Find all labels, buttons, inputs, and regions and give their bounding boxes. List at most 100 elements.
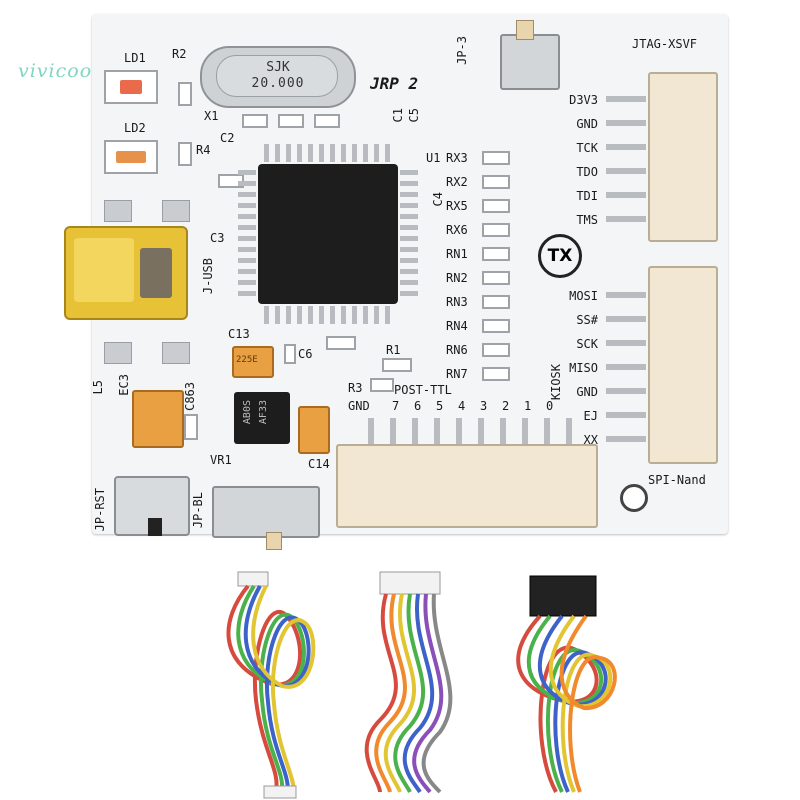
jtag-pin-label: TMS xyxy=(576,213,598,227)
pcb-board: SJK 20.000 JRP 2 LD1 LD2 R2 R4 X1 C2 C1 … xyxy=(64,14,728,550)
tantalum-capacitor-c14 xyxy=(298,406,330,454)
tantalum-capacitor-ec3 xyxy=(132,390,184,448)
post-header-pin xyxy=(434,418,440,454)
smd-resistor xyxy=(482,223,510,237)
rx-label: RX2 xyxy=(446,175,468,189)
connector-pin xyxy=(606,168,646,174)
tantalum-capacitor-c13: 225E xyxy=(232,346,274,378)
r2-label: R2 xyxy=(172,47,187,61)
post-header-pin xyxy=(368,418,374,454)
tx-logo-text: TX xyxy=(547,246,573,266)
connector-pin xyxy=(606,192,646,198)
c6-label: C6 xyxy=(298,347,313,361)
spi-pin-label: MOSI xyxy=(569,289,598,303)
cable-middle xyxy=(364,571,453,794)
board-title: JRP 2 xyxy=(370,74,419,93)
jtag-pin-label: TDI xyxy=(576,189,598,203)
rx-label: RN2 xyxy=(446,271,468,285)
rx-label: RX6 xyxy=(446,223,468,237)
jtag-connector[interactable] xyxy=(648,72,718,242)
smd-resistor xyxy=(482,271,510,285)
post-header-pin xyxy=(566,418,572,454)
cable-set xyxy=(226,571,617,799)
r3-label: R3 xyxy=(348,381,363,395)
r1-label: R1 xyxy=(386,343,401,357)
smd-resistor xyxy=(482,175,510,189)
jtag-pin-label: D3V3 xyxy=(569,93,598,107)
smd-resistor xyxy=(482,247,510,261)
vr1-label: VR1 xyxy=(210,453,232,467)
post-pin-label: 0 xyxy=(546,399,554,413)
tx-logo: TX xyxy=(538,234,582,278)
voltage-regulator: AB0S AF33 xyxy=(234,392,290,444)
connector-pin xyxy=(606,96,646,102)
reset-button[interactable] xyxy=(114,476,190,536)
post-pin-label: 3 xyxy=(480,399,488,413)
jp3-switch[interactable] xyxy=(500,20,560,90)
ld1-label: LD1 xyxy=(124,51,146,65)
connector-pin xyxy=(606,340,646,346)
jp3-label: JP-3 xyxy=(455,36,469,65)
x1-label: X1 xyxy=(204,109,219,123)
post-pin-label: 1 xyxy=(524,399,532,413)
c863-label: C863 xyxy=(183,382,197,411)
kiosk-label: KIOSK xyxy=(549,364,563,401)
post-pin-label: 4 xyxy=(458,399,466,413)
post-header-pin xyxy=(412,418,418,454)
crystal-oscillator: SJK 20.000 xyxy=(200,46,356,108)
u1-label: U1 xyxy=(426,151,441,165)
smd-resistor xyxy=(482,367,510,381)
spi-pin-label: MISO xyxy=(569,361,598,375)
jusb-label: J-USB xyxy=(201,258,215,295)
jpbl-label: JP-BL xyxy=(191,492,205,529)
c1-label: C1 xyxy=(391,108,405,123)
post-pin-label: 7 xyxy=(392,399,400,413)
post-header-pin xyxy=(544,418,550,454)
l5-label: L5 xyxy=(91,380,105,395)
spi-pin-label: GND xyxy=(576,385,598,399)
connector-pin xyxy=(606,412,646,418)
cable-left xyxy=(226,571,316,799)
post-header-pin xyxy=(390,418,396,454)
spi-pin-label: SS# xyxy=(576,313,598,327)
smd-resistor xyxy=(482,295,510,309)
post-ttl-label: POST-TTL xyxy=(394,383,452,397)
tantalum-text: 225E xyxy=(236,355,258,365)
rx-label: RN7 xyxy=(446,367,468,381)
post-header-pin xyxy=(478,418,484,454)
ec3-label: EC3 xyxy=(117,374,131,396)
post-header-pin xyxy=(500,418,506,454)
post-header-pin xyxy=(456,418,462,454)
crystal-text-2: 20.000 xyxy=(251,76,305,91)
cable-right xyxy=(516,575,617,793)
spi-pin-label: SCK xyxy=(576,337,598,351)
smd-resistor xyxy=(482,319,510,333)
rx-label: RN3 xyxy=(446,295,468,309)
spi-connector-label: SPI-Nand xyxy=(648,473,706,487)
spi-nand-connector[interactable] xyxy=(648,266,718,464)
rx-label: RN1 xyxy=(446,247,468,261)
jprst-label: JP-RST xyxy=(93,488,107,532)
jtag-pin-label: GND xyxy=(576,117,598,131)
microcontroller-chip xyxy=(238,144,418,324)
spi-pin-label: XX xyxy=(583,433,598,447)
connector-pin xyxy=(606,436,646,442)
smd-resistor xyxy=(482,199,510,213)
regulator-text-2: AF33 xyxy=(258,400,269,425)
post-ttl-connector[interactable] xyxy=(336,444,598,528)
post-pin-label: 2 xyxy=(502,399,510,413)
led-ld2 xyxy=(104,140,158,174)
regulator-text-1: AB0S xyxy=(242,400,253,425)
crystal-text-1: SJK xyxy=(266,60,290,75)
rx-label: RN6 xyxy=(446,343,468,357)
bootloader-switch[interactable] xyxy=(212,486,320,550)
jtag-pin-label: TCK xyxy=(576,141,598,155)
c13-label: C13 xyxy=(228,327,250,341)
connector-pin xyxy=(606,388,646,394)
mini-usb-connector xyxy=(64,226,188,320)
connector-pin xyxy=(606,316,646,322)
c4-label: C4 xyxy=(431,192,445,207)
jtag-connector-label: JTAG-XSVF xyxy=(632,37,698,51)
connector-pin xyxy=(606,120,646,126)
